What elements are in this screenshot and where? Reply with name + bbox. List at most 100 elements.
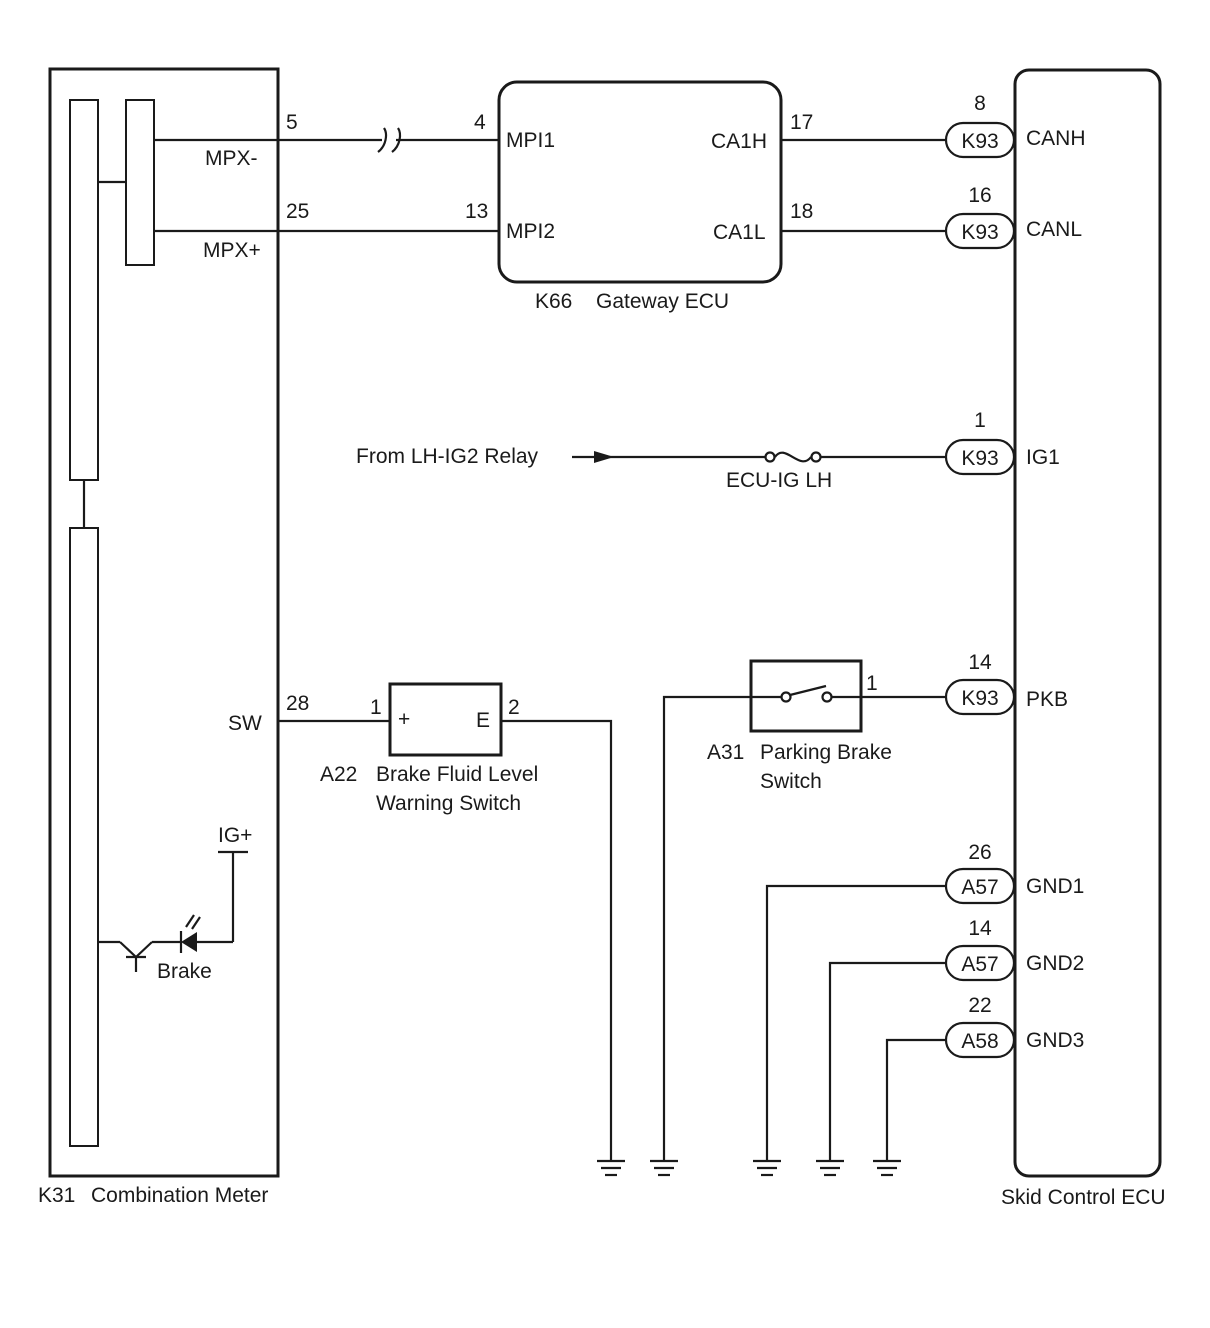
connector-id: K93 <box>961 447 998 470</box>
brake-switch-ref: A22 <box>320 763 357 786</box>
gateway-ecu-outline <box>497 80 783 284</box>
led-icon <box>181 932 197 952</box>
combination-meter: MPX- MPX+ SW IG+ Brake K31 Combination M… <box>38 67 280 1207</box>
led-ray-2 <box>191 916 201 930</box>
pin-18: 18 <box>790 200 813 223</box>
terminal-canh: K93 8 CANH <box>944 92 1086 159</box>
gnd1-wire <box>765 884 946 1160</box>
brake-fluid-switch: 28 1 + E 2 A22 Brake Fluid Level Warning… <box>278 682 613 1160</box>
skid-control-ecu-outline <box>1013 68 1162 1178</box>
parking-switch-ground-wire <box>662 695 751 1160</box>
connector-badge <box>944 867 1016 905</box>
ig-plus-label: IG+ <box>218 824 252 847</box>
pin-number: 8 <box>974 92 986 115</box>
terminal-label: PKB <box>1026 688 1068 711</box>
terminal-pkb: K93 14 PKB <box>944 651 1068 716</box>
mpx-plus-label: MPX+ <box>203 239 261 262</box>
fuse-terminal-right <box>810 451 822 463</box>
ca1l-label: CA1L <box>713 221 766 244</box>
connector-badge <box>944 212 1016 250</box>
parking-switch-ref: A31 <box>707 741 744 764</box>
pin-17: 17 <box>790 111 813 134</box>
brake-switch-name-2: Warning Switch <box>376 792 521 815</box>
ground-icon <box>650 1159 678 1177</box>
connector-id: K93 <box>961 221 998 244</box>
connector-id: K93 <box>961 687 998 710</box>
ground-icon <box>753 1159 781 1177</box>
pin-13: 13 <box>465 200 488 223</box>
pin-4: 4 <box>474 111 486 134</box>
connector-id: K93 <box>961 130 998 153</box>
brake-fluid-switch-box <box>388 682 503 757</box>
brake-switch-name-1: Brake Fluid Level <box>376 763 538 786</box>
terminal-label: GND1 <box>1026 875 1084 898</box>
arrow-icon <box>594 451 614 463</box>
brake-switch-pin-1: 1 <box>370 696 382 719</box>
connector-badge <box>944 944 1016 982</box>
skid-control-ecu-name: Skid Control ECU <box>1001 1186 1166 1209</box>
pin-5: 5 <box>286 111 298 134</box>
pin-25: 25 <box>286 200 309 223</box>
parking-switch-pin-1: 1 <box>866 672 878 695</box>
connector-id: A57 <box>961 953 998 976</box>
pin-number: 14 <box>968 651 992 674</box>
connector-badge <box>944 438 1016 476</box>
connector-badge <box>944 678 1016 716</box>
parking-brake-switch: 1 A31 Parking Brake Switch <box>662 659 946 1160</box>
terminal-gnd2: A57 14 GND2 <box>944 917 1084 982</box>
terminal-gnd3: A58 22 GND3 <box>944 994 1084 1059</box>
gateway-ecu: MPI1 MPI2 CA1H CA1L K66 Gateway ECU <box>497 80 783 313</box>
connector-id: A58 <box>961 1030 998 1053</box>
gateway-ecu-name: Gateway ECU <box>596 290 729 313</box>
pin-number: 26 <box>968 841 991 864</box>
ground-icon <box>873 1159 901 1177</box>
brake-switch-ground-wire <box>501 719 613 1160</box>
pin-number: 22 <box>968 994 991 1017</box>
brake-switch-pin-2: 2 <box>508 696 520 719</box>
plus-terminal-label: + <box>398 708 410 731</box>
connector-badge <box>944 1021 1016 1059</box>
fuse-label: ECU-IG LH <box>726 469 832 492</box>
skid-control-ecu: Skid Control ECU K93 8 CANH K93 16 CANL … <box>944 68 1166 1209</box>
terminal-ig1: K93 1 IG1 <box>944 409 1060 476</box>
brake-lamp-label: Brake <box>157 960 212 983</box>
meter-upper-bus <box>69 99 99 481</box>
connector-badge <box>944 121 1016 159</box>
switch-contact-right <box>821 691 833 703</box>
wire-break-1 <box>377 127 388 153</box>
connector-id: A57 <box>961 876 998 899</box>
pin-number: 14 <box>968 917 992 940</box>
terminal-label: GND2 <box>1026 952 1084 975</box>
gnd2-wire <box>828 961 946 1160</box>
meter-mpx-module <box>125 99 155 266</box>
pin-number: 16 <box>968 184 991 207</box>
terminal-gnd1: A57 26 GND1 <box>944 841 1084 905</box>
combination-meter-name: Combination Meter <box>91 1184 268 1207</box>
terminal-label: GND3 <box>1026 1029 1084 1052</box>
terminal-label: CANH <box>1026 127 1086 150</box>
mpi2-label: MPI2 <box>506 220 555 243</box>
parking-switch-name-1: Parking Brake <box>760 741 892 764</box>
fuse-terminal-left <box>764 451 776 463</box>
can-bus: 17 18 <box>781 111 946 233</box>
gateway-ecu-ref: K66 <box>535 290 572 313</box>
terminal-canl: K93 16 CANL <box>944 184 1082 250</box>
switch-contact-left <box>780 691 792 703</box>
sw-label: SW <box>228 712 262 735</box>
ground-symbols <box>597 1159 901 1177</box>
ground-icon <box>816 1159 844 1177</box>
ground-icon <box>597 1159 625 1177</box>
power-source-label: From LH-IG2 Relay <box>356 445 539 468</box>
mpi1-label: MPI1 <box>506 129 555 152</box>
parking-switch-name-2: Switch <box>760 770 822 793</box>
meter-lower-bus <box>69 527 99 1147</box>
terminal-label: IG1 <box>1026 446 1060 469</box>
ig1-feed: From LH-IG2 Relay ECU-IG LH <box>356 445 946 492</box>
e-terminal-label: E <box>476 709 490 732</box>
mpx-bus: 5 25 4 13 <box>278 111 499 233</box>
led-ray-1 <box>185 914 195 928</box>
ground-wires <box>765 884 946 1160</box>
terminal-label: CANL <box>1026 218 1082 241</box>
combination-meter-ref: K31 <box>38 1184 75 1207</box>
